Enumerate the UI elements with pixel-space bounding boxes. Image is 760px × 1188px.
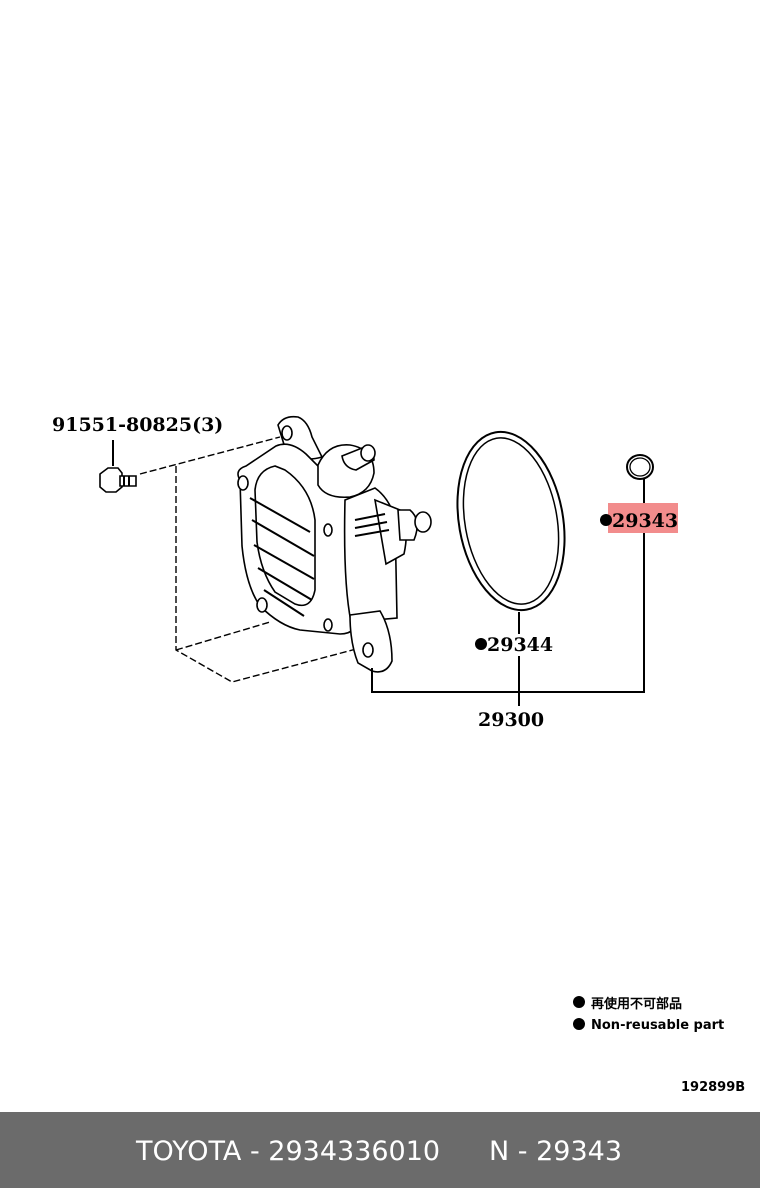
filled-circle-icon: [573, 996, 585, 1008]
legend-japanese: 再使用不可部品: [591, 996, 682, 1012]
drawing-code: 192899B: [681, 1080, 745, 1095]
part-label-91551-80825[interactable]: 91551-80825(3): [52, 414, 223, 436]
highlight-29343: [608, 503, 678, 533]
bolt-illustration: [99, 440, 137, 493]
part-label-29300[interactable]: 29300: [478, 709, 544, 731]
footer-bar: TOYOTA - 2934336010 N - 29343: [0, 1112, 760, 1188]
footer-part-number: TOYOTA - 2934336010: [136, 1136, 441, 1167]
vacuum-pump-illustration: [237, 415, 432, 673]
o-ring-small-illustration: [626, 454, 654, 480]
dashed-guide-lines: [139, 436, 361, 683]
legend-english: Non-reusable part: [591, 1018, 724, 1033]
non-reusable-marker-icon: [475, 638, 487, 650]
footer-ref: N - 29343: [489, 1136, 622, 1167]
o-ring-large-illustration: [456, 430, 566, 612]
non-reusable-marker-icon: [600, 514, 612, 526]
parts-diagram: 91551-80825(3): [52, 414, 745, 1095]
leader-lines: [371, 479, 645, 706]
filled-circle-icon: [573, 1018, 585, 1030]
part-label-29344[interactable]: 29344: [487, 634, 553, 656]
part-label-29343[interactable]: 29343: [612, 510, 678, 532]
